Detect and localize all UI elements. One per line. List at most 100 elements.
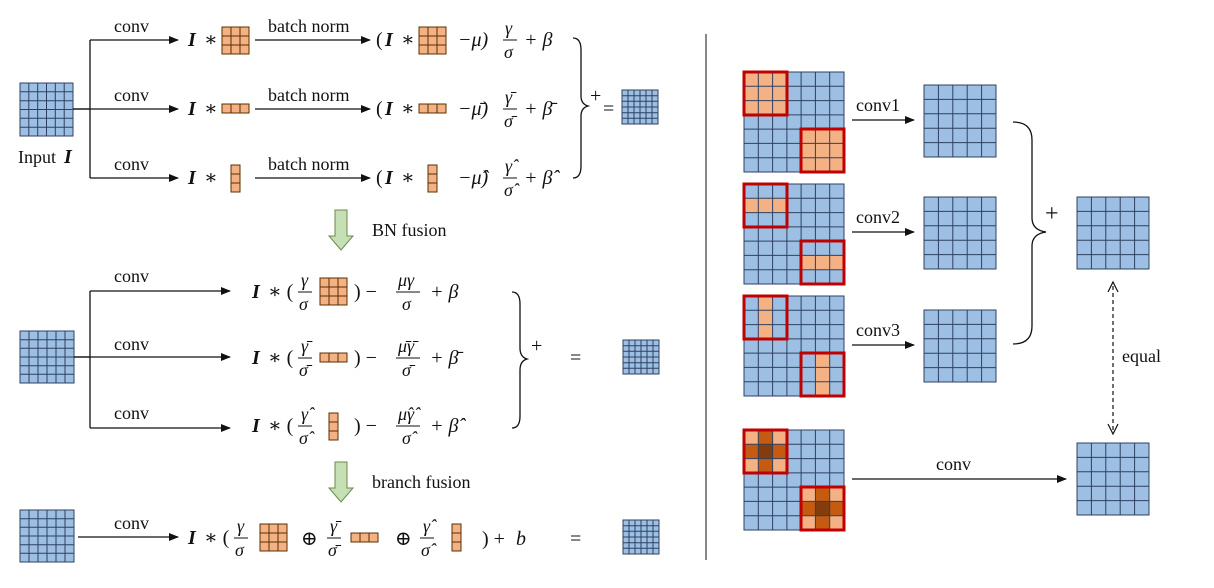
bn-fusion-arrow [327, 209, 355, 251]
row3-I: I [187, 167, 197, 189]
conv2-label: conv2 [856, 207, 900, 227]
batch-norm-label-1: batch norm [268, 16, 349, 36]
conv-label-3: conv [114, 154, 149, 174]
conv1-label: conv1 [856, 95, 900, 115]
mid3-plus-beta: + β̂ [430, 415, 466, 437]
conv-fused-label: conv [936, 454, 971, 474]
row3-sigma: σ̂ [504, 180, 520, 200]
brace-right [1012, 121, 1047, 345]
batch-norm-label-3: batch norm [268, 154, 349, 174]
equals-top: = [603, 98, 614, 120]
mid3-mugamma: μ̂γ̂ [397, 404, 421, 424]
mid3-sigma2: σ̂ [402, 428, 418, 448]
right-output-grid-3 [923, 309, 997, 383]
right-input-grid-3 [742, 294, 846, 398]
mid2-sigma2: σ̄ [402, 360, 416, 380]
conv-label-mid-3: conv [114, 403, 149, 423]
kernel-3x3-b [418, 26, 447, 55]
right-input-grid-4 [742, 428, 846, 532]
row1-formula-b: −μ) [458, 29, 489, 51]
mid1-star-paren: ∗ ( [268, 281, 294, 303]
row2-formula-a: ( [376, 98, 383, 120]
kernel-1x3-mid [319, 352, 348, 363]
row1-formula-I: I [384, 29, 394, 51]
conv3-label: conv3 [856, 320, 900, 340]
plus-right: + [1045, 201, 1059, 227]
mid1-mugamma: μγ [397, 270, 415, 290]
brace-middle [511, 291, 530, 429]
output-grid-top [621, 89, 659, 125]
output-grid-middle [622, 339, 660, 375]
bn-fusion-label: BN fusion [372, 220, 447, 240]
bottom-star-paren: ∗ ( [204, 527, 230, 549]
row3-star: ∗ [204, 167, 218, 189]
conv-label-1: conv [114, 16, 149, 36]
right-output-grid-1 [923, 84, 997, 158]
kernel-3x3-a [221, 26, 250, 55]
equal-label: equal [1122, 346, 1161, 366]
right-sum-grid [1076, 196, 1150, 270]
bottom-oplus-1: ⊕ [301, 528, 318, 550]
branch-fusion-label: branch fusion [372, 472, 470, 492]
brace-top [572, 37, 591, 179]
conv-label-mid-1: conv [114, 266, 149, 286]
row3-plus-beta: + β̂ [524, 167, 560, 189]
mid2-gamma: γ̄ [301, 336, 313, 356]
batch-norm-label-2: batch norm [268, 85, 349, 105]
equal-arrowhead-down [1107, 423, 1119, 436]
mid2-I: I [251, 347, 261, 369]
input-grid-top [19, 82, 74, 137]
input-symbol: I [63, 146, 73, 168]
equals-middle: = [570, 347, 581, 369]
kernel-3x1-a [230, 164, 241, 193]
conv-label-2: conv [114, 85, 149, 105]
row3-formula-star: ∗ [401, 167, 415, 189]
right-input-grid-2 [742, 182, 846, 286]
mid3-star-paren: ∗ ( [268, 415, 294, 437]
output-grid-bottom [622, 519, 660, 555]
mid1-plus-beta: + β [430, 281, 458, 303]
equals-bottom: = [570, 528, 581, 550]
bottom-oplus-2: ⊕ [395, 528, 412, 550]
mid2-sigma: σ̄ [299, 360, 313, 380]
conv-label-bottom: conv [114, 513, 149, 533]
branch-split-middle [74, 291, 91, 428]
bottom-b: b [516, 528, 526, 550]
mid2-star-paren: ∗ ( [268, 347, 294, 369]
row2-star: ∗ [204, 98, 218, 120]
row1-formula-a: ( [376, 29, 383, 51]
right-input-grid-1 [742, 70, 846, 174]
row2-gamma: γ̄ [505, 87, 517, 107]
row3-formula-b: −μ̂) [458, 167, 490, 189]
mid2-close: ) − [354, 347, 377, 369]
row3-gamma: γ̂ [505, 156, 519, 176]
kernel-1x3-a [221, 103, 250, 114]
plus-middle: + [531, 335, 542, 357]
row2-formula-b: −μ̄) [458, 98, 489, 120]
bottom-I: I [187, 527, 197, 549]
kernel-3x3-mid [319, 277, 348, 306]
mid1-gamma: γ [301, 270, 309, 290]
kernel-3x1-bottom [451, 523, 462, 552]
kernel-3x1-mid [328, 412, 339, 441]
bottom-sigma3: σ̂ [421, 540, 437, 560]
kernel-1x3-b [418, 103, 447, 114]
kernel-3x3-bottom [259, 523, 288, 552]
kernel-3x1-b [427, 164, 438, 193]
bottom-gamma3: γ̂ [423, 516, 437, 536]
mid1-sigma: σ [299, 294, 309, 314]
kernel-1x3-bottom [350, 532, 379, 543]
input-grid-middle [19, 330, 75, 384]
row1-gamma: γ [505, 18, 513, 38]
mid3-gamma: γ̂ [301, 404, 315, 424]
plus-top: + [590, 85, 601, 107]
mid3-close: ) − [354, 415, 377, 437]
row2-plus-beta: + β̄ [524, 98, 557, 120]
input-grid-bottom [19, 509, 75, 563]
equal-arrowhead-up [1107, 280, 1119, 293]
mid3-I: I [251, 415, 261, 437]
bottom-sigma: σ [235, 540, 245, 560]
row1-formula-star: ∗ [401, 29, 415, 51]
bottom-sigma2: σ̄ [328, 540, 342, 560]
